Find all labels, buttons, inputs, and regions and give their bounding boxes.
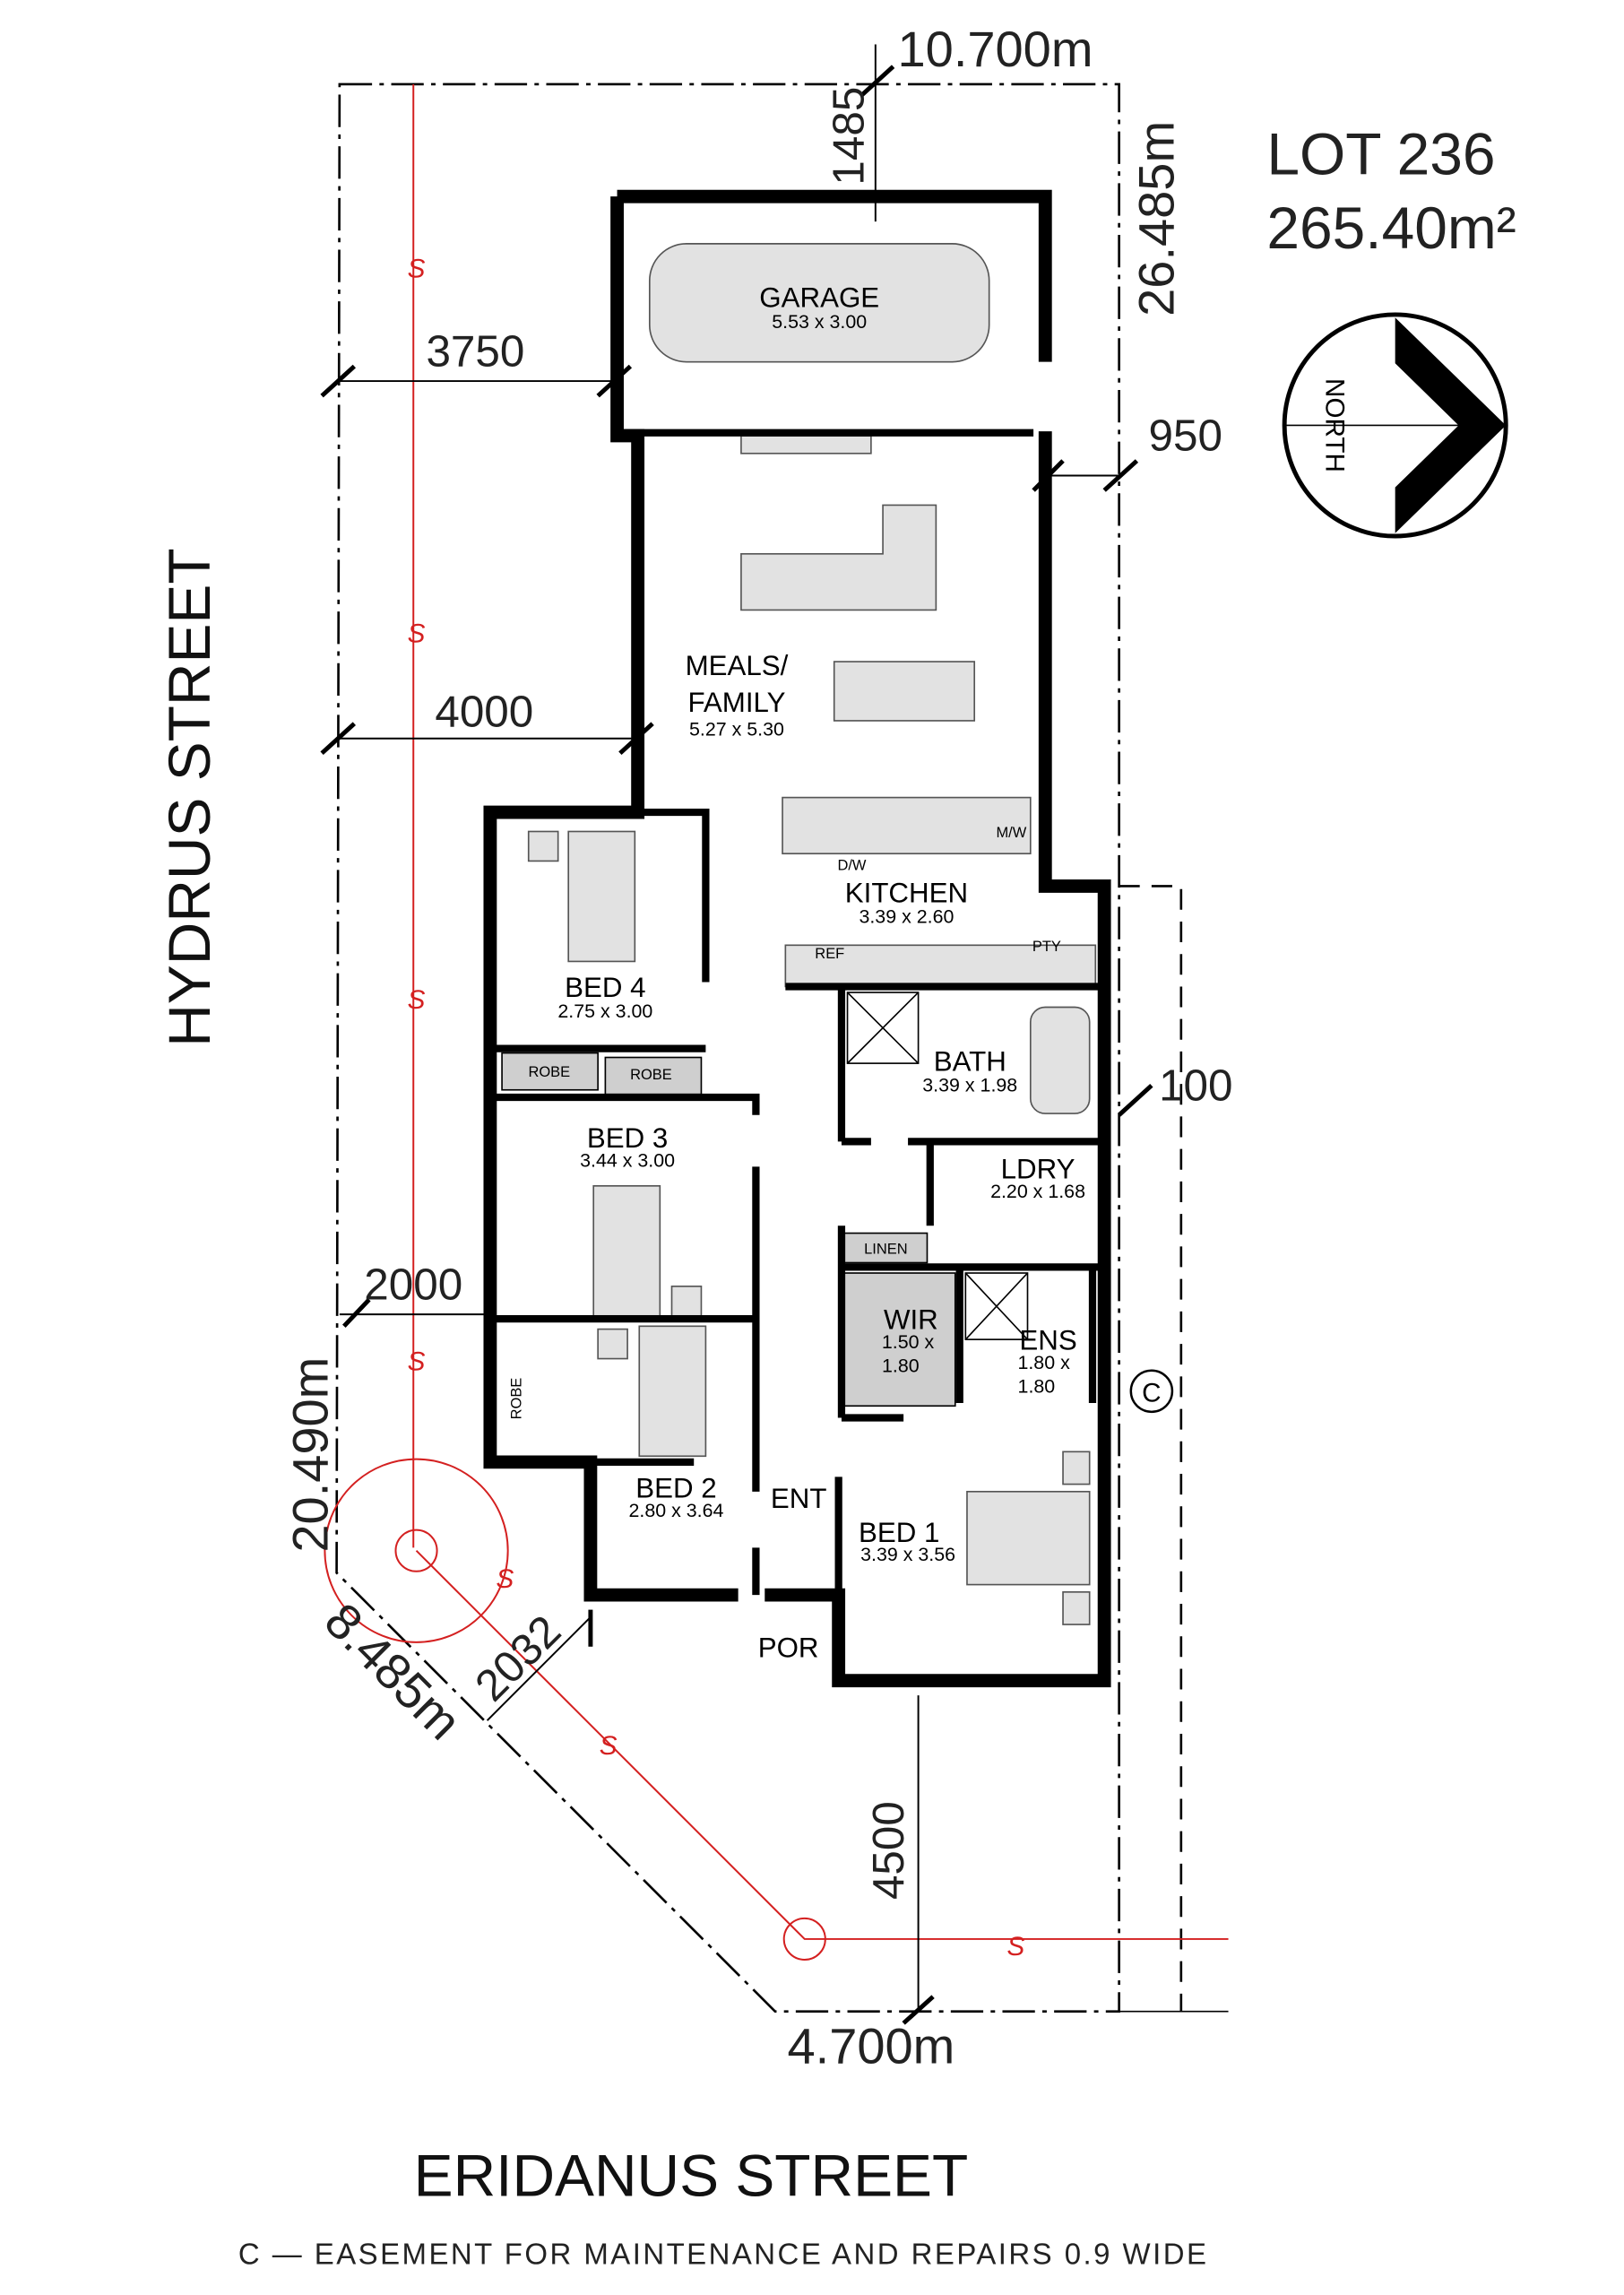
dim-right-boundary: 26.485m [1128, 121, 1185, 316]
dim-family-setback: 4000 [435, 688, 533, 737]
dim-left-boundary: 20.490m [282, 1357, 339, 1553]
sewer-label: S [600, 1731, 618, 1761]
easement-marker [1129, 1369, 1174, 1414]
sewer-label: S [408, 255, 426, 284]
dishwasher-label: D/W [837, 857, 866, 873]
room-bed1: BED 1 [859, 1517, 939, 1548]
room-bed2-size: 2.80 x 3.64 [628, 1500, 723, 1521]
room-ens-size: 1.80 x [1017, 1352, 1070, 1373]
sewer-label: S [496, 1564, 514, 1594]
interior-walls [489, 429, 1101, 1596]
dim-bottom-boundary: 4.700m [787, 2017, 955, 2074]
lot-boundary [335, 82, 1120, 2013]
dim-corner-setback: 2032 [466, 1606, 571, 1711]
room-bath: BATH [934, 1045, 1006, 1077]
north-label: NORTH [1319, 378, 1349, 472]
room-meals: MEALS/ [686, 650, 789, 681]
dim-right-small: 100 [1159, 1061, 1232, 1110]
room-bed4: BED 4 [565, 972, 645, 1003]
room-wir-size: 1.50 x [882, 1331, 935, 1353]
lot-number: LOT 236 [1266, 120, 1495, 186]
room-wir: WIR [884, 1304, 938, 1336]
street-south: ERIDANUS STREET [414, 2143, 969, 2209]
dim-top-boundary: 10.700m [898, 21, 1093, 77]
room-bed3: BED 3 [587, 1122, 668, 1154]
furniture [501, 243, 1097, 1625]
sewer-label: S [408, 1347, 426, 1377]
room-garage: GARAGE [759, 282, 879, 314]
dimension-lines [320, 44, 1153, 2025]
microwave-label: M/W [996, 825, 1026, 841]
room-family-size: 5.27 x 5.30 [689, 718, 784, 740]
sewer-label: S [1006, 1932, 1024, 1962]
robe-label: ROBE [508, 1378, 524, 1420]
room-entry: ENT [771, 1483, 827, 1514]
dim-front-setback: 4500 [864, 1801, 913, 1900]
dim-garage-setback: 3750 [426, 327, 524, 377]
room-bath-size: 3.39 x 1.98 [922, 1074, 1017, 1096]
room-ldry: LDRY [1001, 1154, 1075, 1185]
robe-label: ROBE [528, 1064, 570, 1080]
room-porch: POR [758, 1632, 819, 1663]
room-kitchen-size: 3.39 x 2.60 [859, 906, 954, 928]
room-family: FAMILY [688, 687, 786, 718]
room-wir-size2: 1.80 [882, 1355, 920, 1376]
fridge-label: REF [815, 946, 844, 962]
room-ldry-size: 2.20 x 1.68 [990, 1181, 1085, 1202]
north-arrow: NORTH [1282, 312, 1508, 539]
room-garage-size: 5.53 x 3.00 [772, 311, 867, 333]
dim-corner-boundary: 8.485m [314, 1592, 472, 1751]
sewer-line [324, 83, 1229, 1961]
lot-area: 265.40m² [1266, 195, 1516, 261]
dim-top-setback: 1485 [825, 87, 874, 186]
room-bed1-size: 3.39 x 3.56 [860, 1544, 955, 1565]
room-bed4-size: 2.75 x 3.00 [557, 1000, 652, 1022]
room-bed3-size: 3.44 x 3.00 [580, 1149, 675, 1171]
room-ens: ENS [1019, 1325, 1076, 1356]
sewer-label: S [408, 619, 426, 649]
easement-symbol: C [1142, 1378, 1161, 1407]
room-bed2: BED 2 [635, 1472, 716, 1503]
footnote: C — EASEMENT FOR MAINTENANCE AND REPAIRS… [238, 2237, 1209, 2270]
easement-line [1119, 885, 1183, 2012]
robe-label: ROBE [630, 1067, 672, 1083]
room-kitchen: KITCHEN [845, 878, 968, 909]
linen-label: LINEN [864, 1242, 908, 1258]
street-west: HYDRUS STREET [156, 548, 222, 1046]
dim-side-setback: 950 [1149, 411, 1222, 460]
sewer-label: S [408, 985, 426, 1015]
dim-bed3-setback: 2000 [364, 1260, 462, 1310]
room-ens-size2: 1.80 [1018, 1375, 1056, 1397]
pantry-label: PTY [1032, 939, 1061, 955]
